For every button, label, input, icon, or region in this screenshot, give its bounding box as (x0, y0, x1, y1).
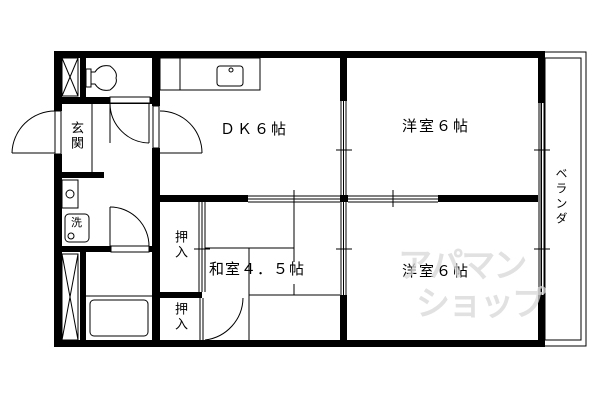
room-label-western-2: 洋室６帖 (402, 262, 471, 280)
fixtures (61, 57, 261, 341)
room-label-closet-2: 押入 (172, 302, 187, 332)
watermark-line-1: アパマン (398, 246, 527, 286)
room-label-japanese: 和室４．５帖 (209, 260, 306, 278)
tatami-lines (205, 202, 340, 340)
sliding-doors (194, 101, 550, 340)
room-label-closet-1: 押入 (172, 230, 187, 260)
swing-doors (11, 96, 244, 341)
exterior-walls (54, 51, 545, 347)
watermark-line-2: ショップ (416, 284, 546, 324)
room-label-dk: ＤＫ６帖 (220, 120, 289, 138)
watermark-logo: アパマン ショップ (398, 246, 546, 324)
room-label-veranda: ベランダ (554, 167, 568, 227)
washer-label: 洗 (71, 216, 82, 229)
room-label-entrance: 玄関 (68, 121, 83, 151)
interior-walls (54, 51, 538, 347)
room-label-western-1: 洋室６帖 (402, 117, 471, 135)
